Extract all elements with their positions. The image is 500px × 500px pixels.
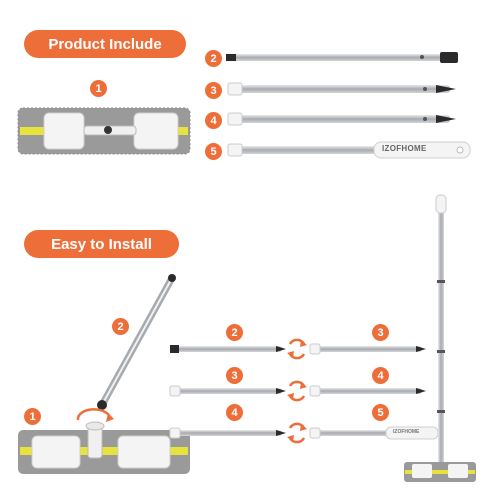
part-badge-3: 3 bbox=[205, 82, 222, 99]
install-badge-r3-left: 4 bbox=[226, 404, 243, 421]
assembled-pole-diagonal bbox=[97, 274, 176, 410]
brand-label-install: IZOFHOME bbox=[393, 429, 420, 435]
mop-head-install bbox=[18, 421, 190, 474]
product-include-banner: Product Include bbox=[24, 30, 186, 58]
install-row-1 bbox=[170, 343, 426, 355]
rotate-arrows-icon bbox=[287, 338, 307, 360]
mop-head-part-1 bbox=[17, 107, 191, 155]
pole-part-3 bbox=[227, 82, 456, 96]
install-badge-r1-left: 2 bbox=[226, 324, 243, 341]
rotate-arrows-icon bbox=[287, 380, 307, 402]
pole-part-4 bbox=[227, 112, 456, 126]
install-badge-pole-2: 2 bbox=[112, 318, 129, 335]
install-row-2 bbox=[169, 385, 426, 397]
install-badge-r1-right: 3 bbox=[372, 324, 389, 341]
part-badge-2: 2 bbox=[205, 50, 222, 67]
pole-part-5 bbox=[227, 141, 471, 159]
part-badge-1: 1 bbox=[90, 80, 107, 97]
install-badge-r2-left: 3 bbox=[226, 367, 243, 384]
rotate-arrow-icon bbox=[76, 408, 114, 422]
product-include-title: Product Include bbox=[48, 35, 162, 53]
install-badge-r2-right: 4 bbox=[372, 367, 389, 384]
easy-install-banner: Easy to Install bbox=[24, 230, 179, 258]
pole-part-2 bbox=[226, 52, 458, 63]
brand-label-handle: IZOFHOME bbox=[382, 144, 427, 153]
install-row-3 bbox=[169, 426, 439, 440]
part-badge-5: 5 bbox=[205, 143, 222, 160]
assembled-mop-upright bbox=[404, 194, 476, 482]
install-badge-r3-right: 5 bbox=[372, 404, 389, 421]
easy-install-title: Easy to Install bbox=[51, 235, 152, 253]
install-badge-head-1: 1 bbox=[24, 408, 41, 425]
part-badge-4: 4 bbox=[205, 112, 222, 129]
rotate-arrows-icon bbox=[287, 422, 307, 444]
